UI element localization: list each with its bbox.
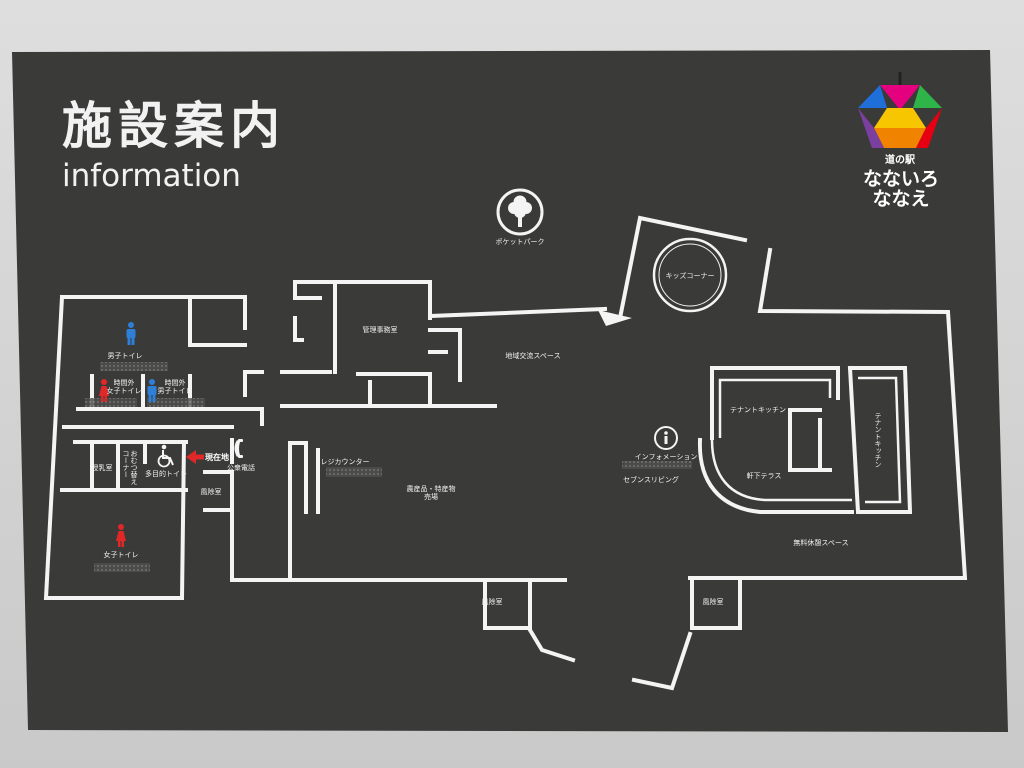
wall-corner-wedge bbox=[598, 310, 632, 326]
information-label: インフォメーション bbox=[635, 453, 698, 461]
register-counter-label: レジカウンター bbox=[321, 457, 370, 466]
pocket-park-label: ポケットパーク bbox=[496, 238, 545, 246]
logo-pink-segment bbox=[880, 85, 920, 110]
logo-name-line2: ななえ bbox=[872, 188, 929, 210]
logo-blue-segment bbox=[858, 85, 887, 108]
public-phone-label: 公衆電話 bbox=[227, 463, 255, 472]
braille-plate bbox=[622, 461, 692, 469]
logo-red-segment bbox=[916, 108, 942, 148]
vestibule-west-label: 風除室 bbox=[201, 487, 222, 496]
vestibule-south-1-label: 風除室 bbox=[482, 597, 503, 606]
diaper-corner-label-line1: おむつ替え bbox=[130, 450, 138, 485]
female-icon bbox=[99, 379, 109, 402]
braille-plate bbox=[85, 398, 137, 407]
current-location-label: 現在地 bbox=[205, 452, 229, 462]
tree-icon bbox=[496, 188, 544, 236]
produce-market-label-line2: 売場 bbox=[424, 492, 438, 501]
logo-orange-segment bbox=[874, 128, 926, 148]
wheelchair-icon bbox=[157, 444, 174, 468]
vestibule-south-2-label: 風除室 bbox=[703, 597, 724, 606]
kids-corner-label: キッズコーナー bbox=[666, 271, 715, 280]
sign-board bbox=[12, 50, 1008, 732]
page-title: 施設案内 bbox=[62, 97, 286, 155]
free-rest-space-label: 無料休憩スペース bbox=[793, 538, 848, 547]
logo-prefix: 道の駅 bbox=[885, 153, 916, 166]
accessible-toilet-label: 多目的トイレ bbox=[145, 469, 187, 478]
community-space-label: 地域交流スペース bbox=[505, 351, 560, 360]
tenant-kitchen-label: テナントキッチン bbox=[730, 406, 786, 414]
braille-plates bbox=[85, 362, 692, 572]
floor-plan-walls bbox=[43, 215, 968, 691]
info-icon bbox=[654, 426, 678, 450]
braille-plate bbox=[326, 467, 382, 477]
seven-s-living-label: セブンスリビング bbox=[623, 475, 679, 484]
produce-market-label-line1: 農産品・特産物 bbox=[407, 484, 456, 493]
after-hours-womens-toilet-label-line1: 時間外 bbox=[114, 378, 135, 387]
arrow-left-icon bbox=[186, 450, 204, 464]
female-icon bbox=[116, 524, 126, 547]
kids-corner-ring-outer bbox=[652, 237, 728, 313]
logo-purple-segment bbox=[858, 108, 884, 148]
male-icon bbox=[147, 379, 157, 402]
diaper-corner-label-line2: コーナー bbox=[122, 450, 130, 478]
braille-plate bbox=[94, 563, 150, 572]
logo-green-segment bbox=[913, 85, 942, 108]
logo-yellow-segment bbox=[874, 108, 926, 128]
terrace-label: 軒下テラス bbox=[747, 472, 782, 480]
after-hours-mens-toilet-label-line2: 男子トイレ bbox=[158, 387, 193, 395]
tenant-kitchen-vertical-label: テナントキッチン bbox=[874, 412, 882, 468]
male-icon bbox=[126, 322, 136, 345]
logo-name-line1: なないろ bbox=[863, 168, 939, 190]
page-subtitle: information bbox=[62, 158, 241, 194]
management-office-label: 管理事務室 bbox=[363, 325, 398, 334]
nursing-room-label: 授乳室 bbox=[92, 463, 113, 472]
braille-plate bbox=[147, 398, 205, 407]
braille-plate bbox=[100, 362, 168, 371]
womens-toilet-label: 女子トイレ bbox=[104, 550, 139, 559]
mens-toilet-label: 男子トイレ bbox=[108, 352, 143, 360]
station-logo: 道の駅 なないろ ななえ bbox=[858, 72, 942, 210]
after-hours-mens-toilet-label-line1: 時間外 bbox=[165, 378, 186, 387]
after-hours-womens-toilet-label-line2: 女子トイレ bbox=[107, 386, 142, 395]
kids-corner-ring-inner bbox=[658, 243, 722, 307]
phone-icon bbox=[234, 439, 243, 458]
room-labels: ポケットパーク キッズコーナー 管理事務室 地域交流スペース 男子トイレ 時間外… bbox=[92, 238, 883, 606]
